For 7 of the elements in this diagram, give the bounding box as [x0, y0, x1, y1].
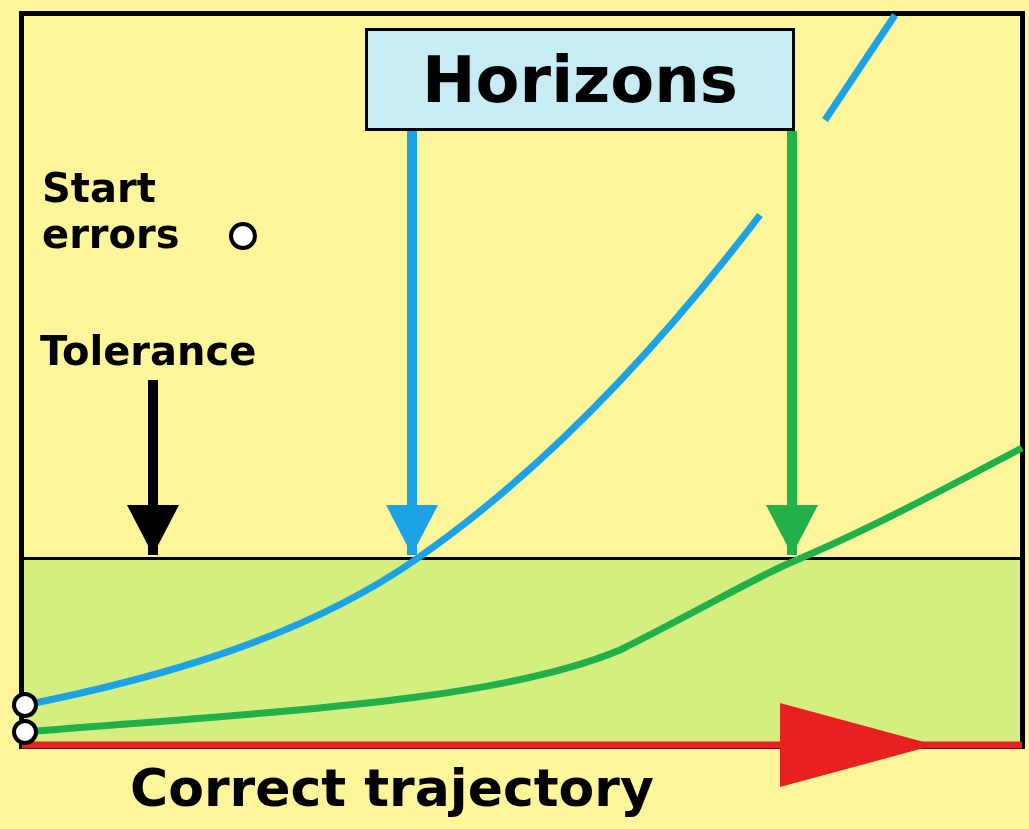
annotation-label: Tolerance — [40, 322, 330, 380]
arrow — [766, 131, 818, 555]
title-box: Horizons — [365, 28, 795, 131]
arrow — [127, 380, 179, 555]
legend-label: Start errors — [42, 165, 181, 257]
arrow — [386, 131, 438, 555]
axis-caption: Correct trajectory — [130, 758, 654, 818]
